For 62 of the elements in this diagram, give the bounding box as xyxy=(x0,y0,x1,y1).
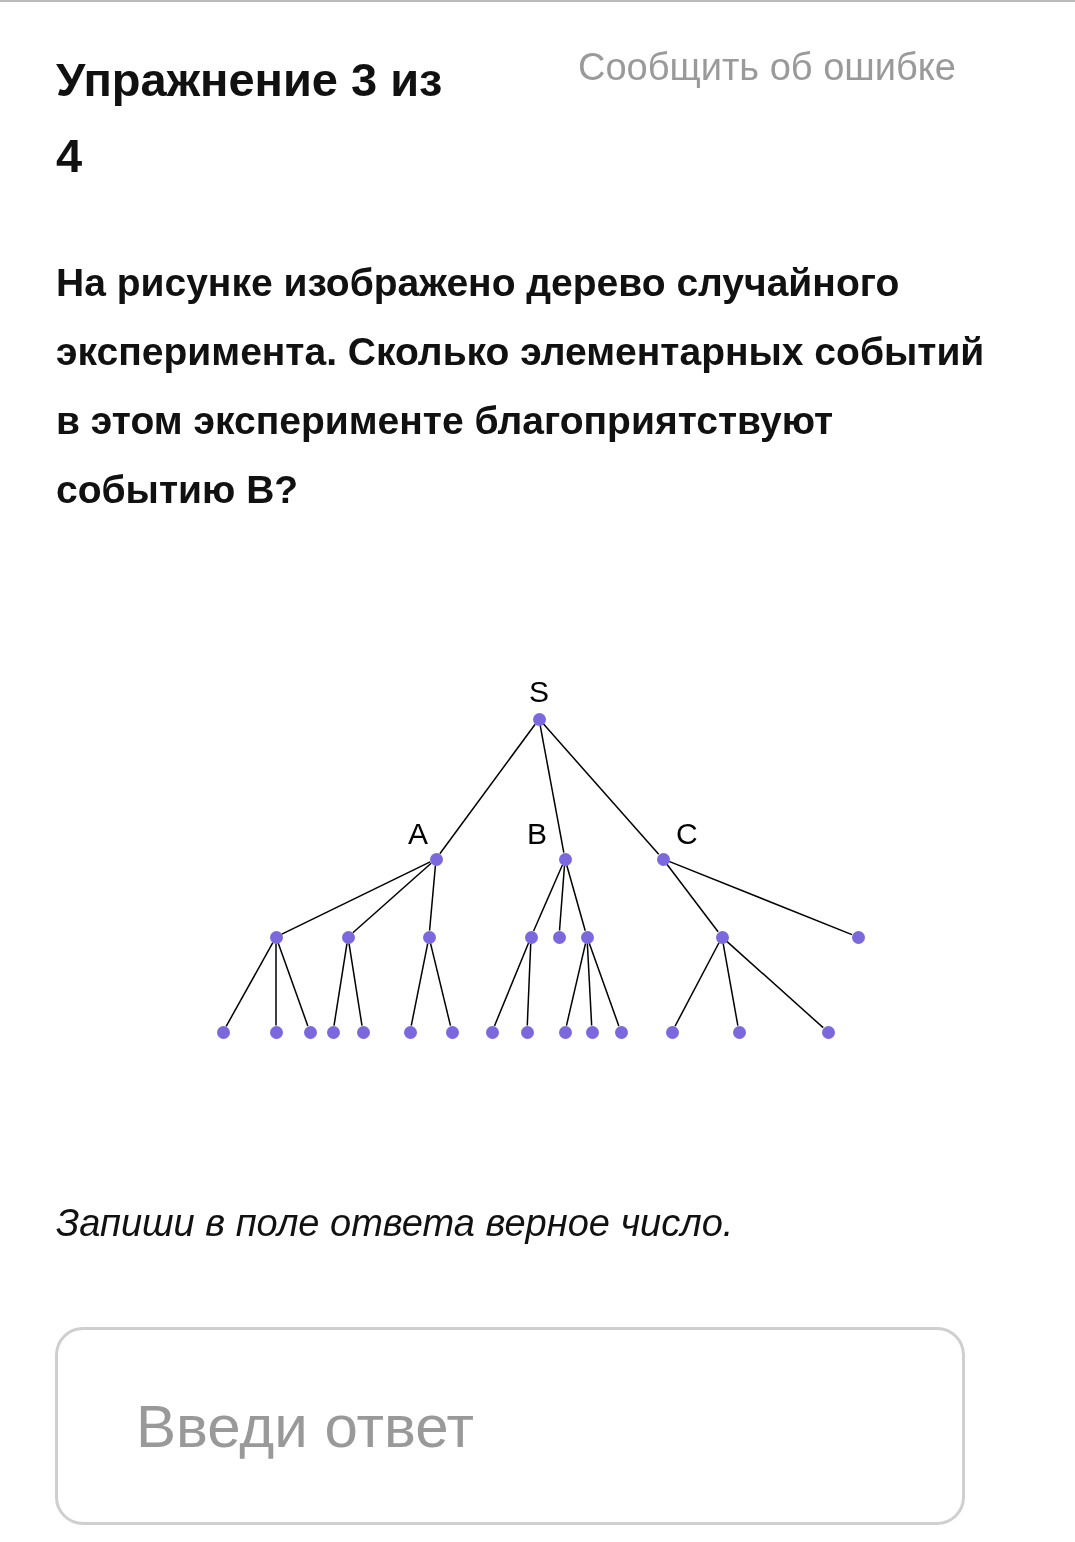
tree-branch-line xyxy=(333,942,348,1027)
tree-branch-line xyxy=(526,942,532,1027)
tree-node-dot xyxy=(326,1025,340,1039)
tree-branch-line xyxy=(566,864,586,932)
tree-branch-line xyxy=(410,942,429,1027)
tree-branch-line xyxy=(428,864,437,932)
tree-node-dot xyxy=(429,852,443,866)
tree-node-dot xyxy=(303,1025,317,1039)
tree-node-dot xyxy=(656,852,670,866)
tree-branch-line xyxy=(348,942,363,1027)
tree-branch-line xyxy=(539,724,565,854)
tree-branch-line xyxy=(532,864,564,932)
tree-node-dot xyxy=(580,930,594,944)
tree-branch-line xyxy=(439,723,536,855)
tree-branch-line xyxy=(666,863,719,933)
question-text: На рисунке изображено дерево случайного эксперимента. Сколько элементарных событий в этом эксперименте благоприятствуют событию B? xyxy=(56,260,986,513)
tree-node-dot xyxy=(269,1025,283,1039)
tree-node-dot xyxy=(558,852,572,866)
node-label: S xyxy=(529,677,549,707)
tree-node-dot xyxy=(445,1025,459,1039)
tree-node-dot xyxy=(558,1025,572,1039)
tree-branch-line xyxy=(726,940,824,1029)
tree-node-dot xyxy=(532,712,546,726)
tree-node-dot xyxy=(851,930,865,944)
tree-node-dot xyxy=(715,930,729,944)
tree-node-dot xyxy=(520,1025,534,1039)
tree-branch-line xyxy=(275,942,277,1027)
tree-branch-line xyxy=(674,942,720,1027)
tree-node-dot xyxy=(269,930,283,944)
tree-node-dot xyxy=(341,930,355,944)
report-error-link: Сообщить об ошибке xyxy=(578,46,956,89)
tree-branch-line xyxy=(542,723,660,855)
node-label: C xyxy=(676,819,698,849)
tree-branch-line xyxy=(668,860,853,936)
tree-node-dot xyxy=(356,1025,370,1039)
tree-node-dot xyxy=(524,930,538,944)
tree-branch-line xyxy=(586,942,593,1027)
tree-node-dot xyxy=(614,1025,628,1039)
tree-node-dot xyxy=(585,1025,599,1039)
instruction-text: Запиши в поле ответа верное число. xyxy=(56,1202,734,1245)
tree-node-dot xyxy=(403,1025,417,1039)
tree-branch-line xyxy=(588,942,620,1027)
tree-branch-line xyxy=(277,942,309,1027)
tree-branch-line xyxy=(429,942,452,1027)
tree-branch-line xyxy=(558,864,566,932)
tree-node-dot xyxy=(732,1025,746,1039)
exercise-title: Упражнение 3 из 4 xyxy=(56,52,444,184)
tree-node-dot xyxy=(821,1025,835,1039)
tree-branch-line xyxy=(565,942,587,1027)
tree-node-dot xyxy=(665,1025,679,1039)
answer-input-field: Введи ответ xyxy=(55,1327,965,1525)
tree-branch-line xyxy=(493,942,530,1027)
tree-node-dot xyxy=(552,930,566,944)
tree-branch-line xyxy=(225,941,274,1028)
tree-node-dot xyxy=(422,930,436,944)
tree-node-dot xyxy=(216,1025,230,1039)
tree-branch-line xyxy=(722,942,739,1027)
tree-branch-line xyxy=(281,861,431,935)
tree-branch-line xyxy=(352,862,432,934)
node-label: A xyxy=(408,819,428,849)
node-label: B xyxy=(527,819,547,849)
tree-node-dot xyxy=(485,1025,499,1039)
